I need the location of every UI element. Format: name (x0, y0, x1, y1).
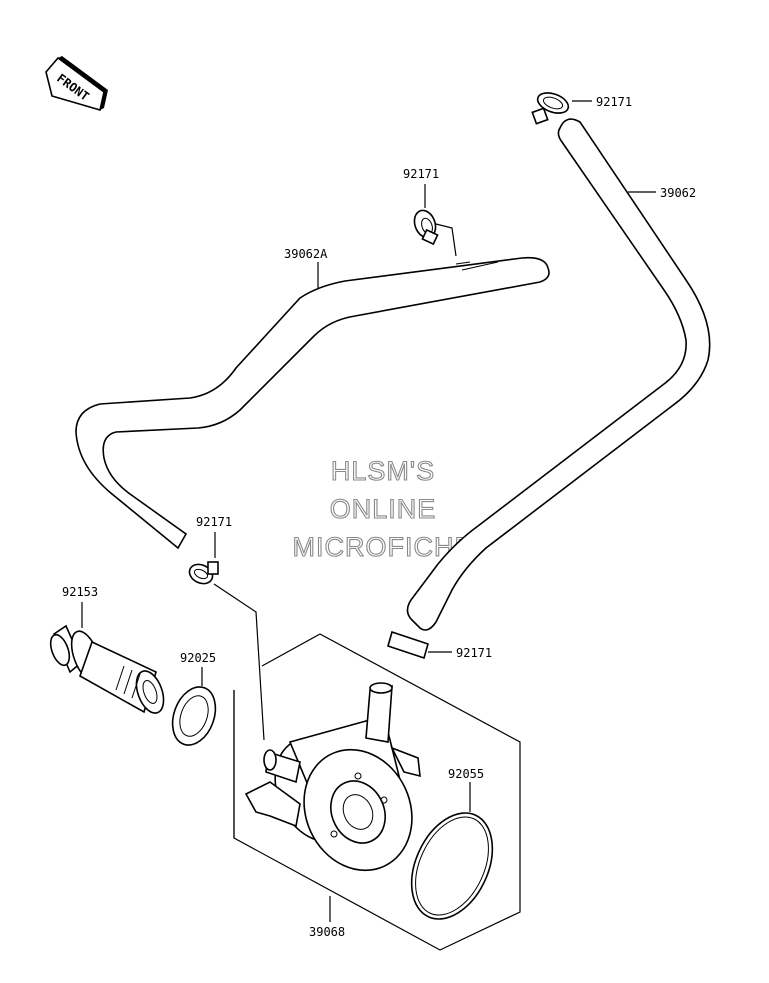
watermark-line-1: HLSM'S (331, 456, 435, 486)
part-label-92171-lower-right: 92171 (456, 646, 492, 660)
hose-39062a (75, 256, 550, 550)
gasket-washer-icon (171, 667, 217, 746)
part-label-39062a: 39062A (284, 247, 328, 261)
part-label-92055: 92055 (448, 767, 484, 781)
part-label-92171-top-middle: 92171 (403, 167, 439, 181)
clamp-top-middle-icon (413, 184, 457, 257)
part-label-92153: 92153 (62, 585, 98, 599)
part-label-39068: 39068 (309, 925, 345, 939)
fitting-bolt-icon (49, 602, 165, 714)
clamp-top-right-icon (531, 92, 592, 125)
watermark: HLSM'S ONLINE MICROFICHE (292, 455, 473, 562)
clamp-left-icon (188, 532, 265, 741)
oil-cooler-icon (233, 633, 521, 951)
o-ring-icon (410, 782, 494, 920)
part-label-92171-top-right: 92171 (596, 95, 632, 109)
front-arrow-icon: FRONT (45, 56, 108, 112)
clamp-lower-right-icon (387, 630, 452, 660)
part-label-92025: 92025 (180, 651, 216, 665)
watermark-line-2: ONLINE (330, 494, 437, 524)
part-label-92171-left: 92171 (196, 515, 232, 529)
hose-39062 (406, 118, 711, 631)
part-label-39062: 39062 (660, 186, 696, 200)
